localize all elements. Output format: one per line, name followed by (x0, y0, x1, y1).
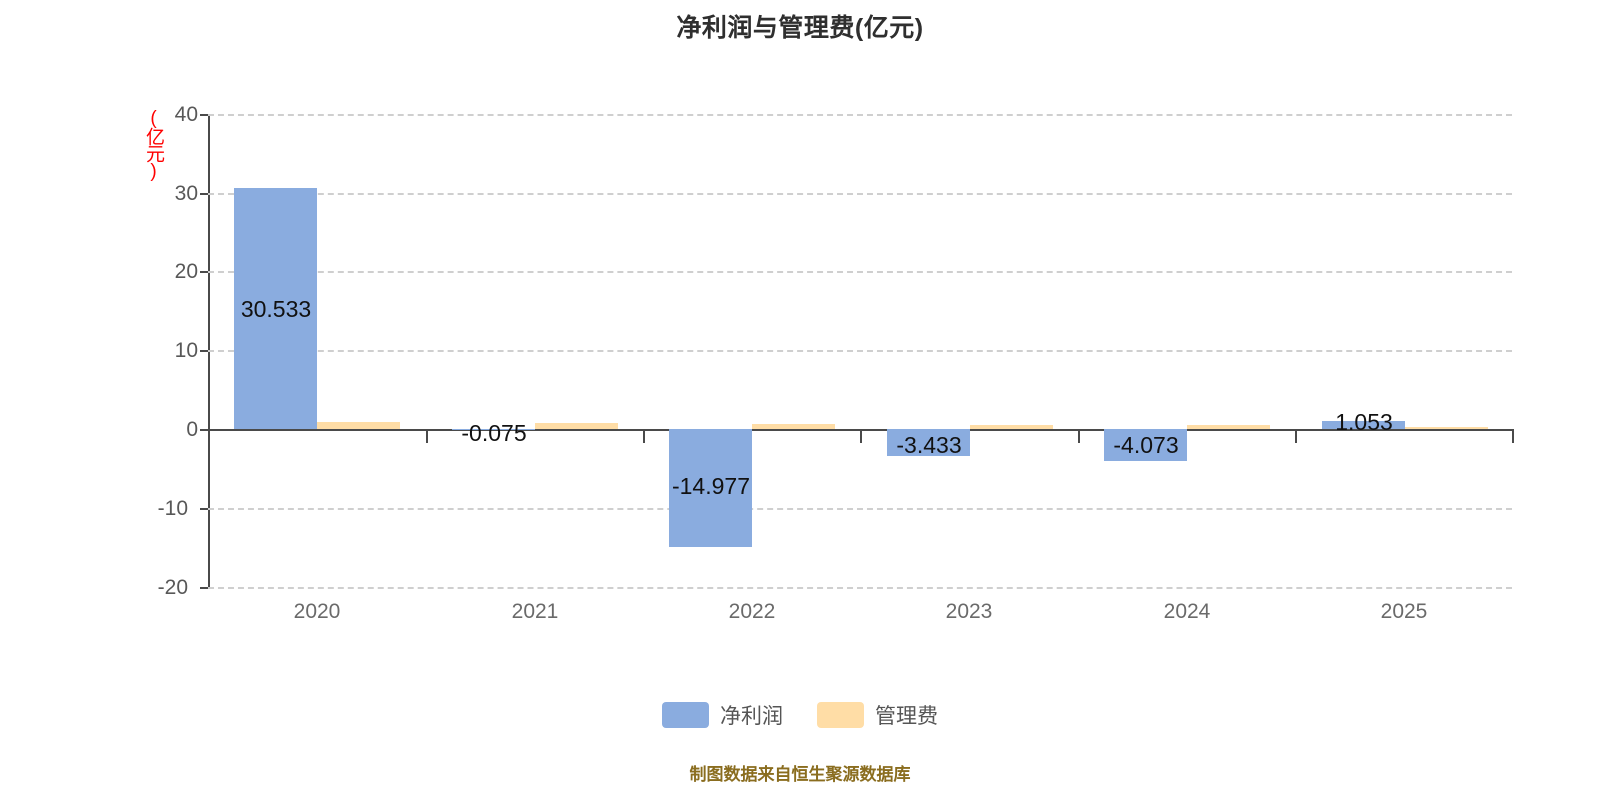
x-tick-label-2021: 2021 (511, 600, 559, 623)
x-tick-label-2023: 2023 (945, 600, 993, 623)
bar-value-label-2024: -4.073 (1113, 432, 1179, 458)
bar-profit-2023[interactable] (887, 429, 970, 456)
bar-profit-2024[interactable] (1104, 429, 1187, 461)
y-tick-mark-30 (200, 193, 209, 195)
x-tick-mark-2 (643, 429, 645, 443)
x-tick-mark-end (1512, 429, 1514, 443)
x-tick-label-2020: 2020 (293, 600, 341, 623)
x-tick-label-2024: 2024 (1163, 600, 1211, 623)
bar-profit-2022[interactable] (669, 429, 752, 547)
bar-cost-2020[interactable] (317, 422, 400, 429)
legend-swatch-management-cost (817, 702, 864, 728)
y-tick-label-neg20: -20 (157, 576, 188, 599)
y-tick-label-30: 30 (174, 182, 198, 205)
gridline-30 (208, 193, 1512, 195)
x-tick-mark-1 (426, 429, 428, 443)
legend-label-management-cost: 管理费 (875, 705, 938, 728)
x-tick-mark-3 (860, 429, 862, 443)
gridline-neg20 (208, 587, 1512, 589)
x-tick-mark-4 (1078, 429, 1080, 443)
y-tick-label-10: 10 (174, 339, 198, 362)
legend-item-management-cost[interactable]: 管理费 (817, 700, 938, 730)
y-tick-label-0: 0 (186, 418, 198, 441)
y-tick-mark-20 (200, 271, 209, 273)
bar-cost-2022[interactable] (752, 424, 835, 429)
y-axis-unit-label: (亿元) (143, 108, 164, 180)
bar-value-label-2021: -0.075 (461, 420, 527, 446)
bar-profit-2021[interactable] (452, 429, 535, 430)
y-tick-label-neg10: -10 (157, 497, 188, 520)
bar-cost-2025[interactable] (1405, 427, 1488, 429)
gridline-neg10 (208, 508, 1512, 510)
plot-area: 30.533 -0.075 -14.977 -3.433 -4.073 1.05… (208, 114, 1512, 589)
bar-value-label-2025: 1.053 (1335, 409, 1393, 435)
source-note: 制图数据来自恒生聚源数据库 (689, 765, 911, 784)
gridline-10 (208, 350, 1512, 352)
bar-profit-2020[interactable] (234, 188, 317, 429)
y-tick-mark-0 (200, 429, 209, 431)
legend-item-net-profit[interactable]: 净利润 (662, 700, 783, 730)
chart-legend: 净利润 管理费 (0, 700, 1600, 730)
x-tick-label-2022: 2022 (728, 600, 776, 623)
bar-value-label-2022: -14.977 (671, 473, 750, 499)
y-tick-mark-40 (200, 114, 209, 116)
y-tick-mark-10 (200, 350, 209, 352)
legend-label-net-profit: 净利润 (720, 705, 783, 728)
legend-swatch-net-profit (662, 702, 709, 728)
bar-cost-2024[interactable] (1187, 425, 1270, 429)
bar-profit-2025[interactable] (1322, 421, 1405, 429)
gridline-20 (208, 271, 1512, 273)
x-tick-label-2025: 2025 (1380, 600, 1428, 623)
gridline-40 (208, 114, 1512, 116)
bar-value-label-2023: -3.433 (896, 432, 962, 458)
y-tick-mark-neg20 (200, 587, 209, 589)
x-tick-mark-start (208, 429, 210, 443)
y-tick-mark-neg10 (200, 508, 209, 510)
bar-cost-2023[interactable] (970, 425, 1053, 429)
bar-cost-2021[interactable] (535, 423, 618, 429)
bar-value-label-2020: 30.533 (240, 296, 312, 322)
x-tick-mark-5 (1295, 429, 1297, 443)
y-tick-label-40: 40 (174, 103, 198, 126)
y-tick-label-20: 20 (174, 260, 198, 283)
chart-title: 净利润与管理费(亿元) (676, 14, 924, 42)
